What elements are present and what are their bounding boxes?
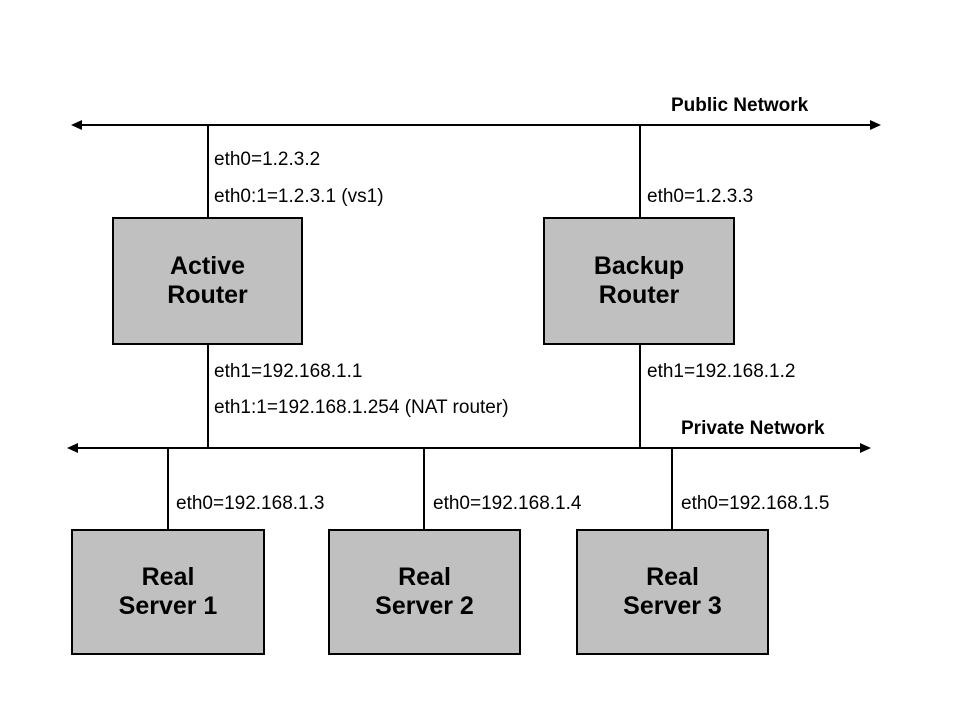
- annotation-active-public-eth0-alias: eth0:1=1.2.3.1 (vs1): [214, 186, 384, 207]
- node-active-router[interactable]: Active Router: [112, 217, 303, 345]
- node-real-server-3-line1: Real: [646, 562, 699, 591]
- node-real-server-1-line2: Server 1: [118, 592, 218, 620]
- private-network-label: Private Network: [681, 418, 825, 439]
- node-real-server-2[interactable]: Real Server 2: [328, 529, 521, 655]
- node-active-router-line2: Router: [167, 281, 248, 309]
- annotation-backup-private-eth1: eth1=192.168.1.2: [647, 361, 796, 382]
- annotation-real-server-1-eth0: eth0=192.168.1.3: [176, 493, 325, 514]
- node-real-server-2-line1: Real: [398, 562, 451, 591]
- node-active-router-line1: Active: [169, 251, 246, 280]
- node-real-server-1-line1: Real: [141, 562, 195, 591]
- annotation-backup-public-eth0: eth0=1.2.3.3: [647, 186, 754, 207]
- node-real-server-1[interactable]: Real Server 1: [71, 529, 265, 655]
- node-backup-router-line1: Backup: [593, 251, 685, 280]
- annotation-active-private-eth1: eth1=192.168.1.1: [214, 361, 363, 382]
- node-backup-router-line2: Router: [598, 281, 680, 309]
- node-real-server-2-line2: Server 2: [375, 592, 474, 620]
- node-backup-router[interactable]: Backup Router: [543, 217, 735, 345]
- annotation-active-public-eth0: eth0=1.2.3.2: [214, 149, 321, 170]
- annotation-active-private-eth1-alias: eth1:1=192.168.1.254 (NAT router): [214, 397, 509, 418]
- annotation-real-server-3-eth0: eth0=192.168.1.5: [681, 493, 830, 514]
- annotation-real-server-2-eth0: eth0=192.168.1.4: [433, 493, 582, 514]
- node-real-server-3-line2: Server 3: [623, 592, 722, 620]
- node-real-server-3[interactable]: Real Server 3: [576, 529, 769, 655]
- public-network-label: Public Network: [671, 95, 809, 116]
